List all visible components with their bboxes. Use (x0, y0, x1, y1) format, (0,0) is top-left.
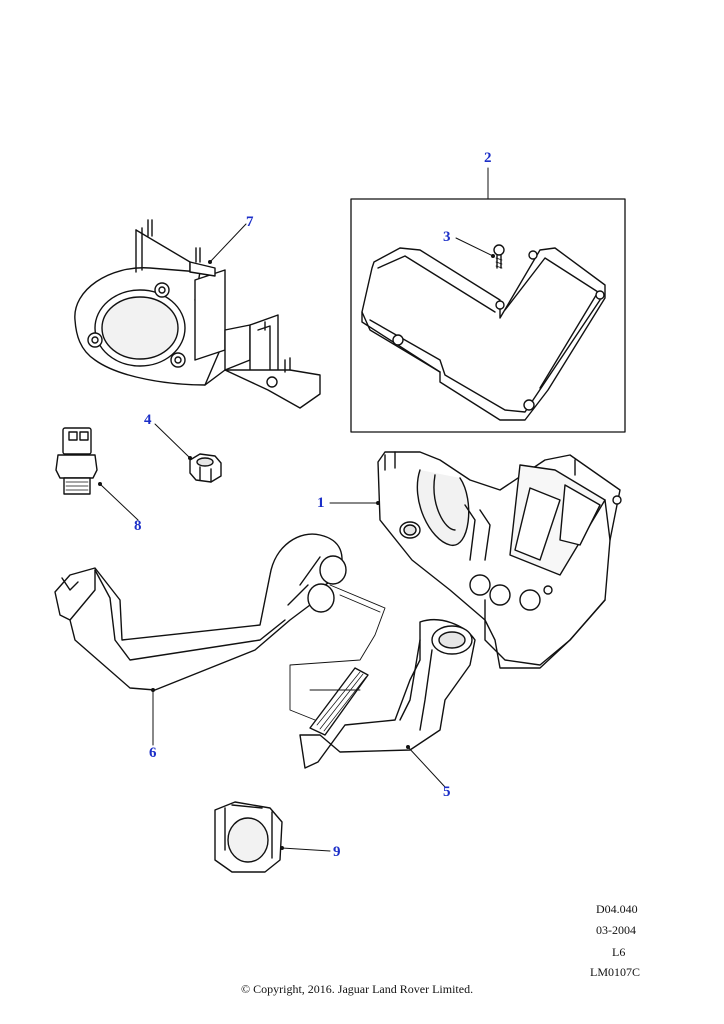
callout-4[interactable]: 4 (144, 412, 152, 428)
copyright-notice: © Copyright, 2016. Jaguar Land Rover Lim… (241, 982, 474, 996)
duct-part-6 (54, 533, 347, 691)
duct-part-5 (299, 619, 476, 769)
leader-dots (98, 254, 495, 850)
screw-part-3 (493, 244, 505, 269)
grommet-part-9 (214, 801, 283, 873)
engine-code: L6 (612, 945, 626, 959)
assembly-path-lines (289, 584, 386, 721)
callout-7[interactable]: 7 (246, 214, 254, 230)
housing-part-1 (377, 451, 622, 669)
sensor-part-8 (55, 427, 98, 495)
callout-9[interactable]: 9 (333, 844, 341, 860)
bracket-part-7 (74, 219, 321, 409)
callout-3[interactable]: 3 (443, 229, 451, 245)
drawing-date: 03-2004 (596, 923, 636, 937)
callout-6[interactable]: 6 (149, 745, 157, 761)
drawing-code: D04.040 (596, 902, 638, 916)
leader-lines (99, 167, 494, 852)
lid-part-2 (361, 247, 606, 421)
callout-8[interactable]: 8 (134, 518, 142, 534)
nut-part-4 (189, 453, 222, 483)
illustration-ref: LM0107C (590, 965, 641, 979)
callout-2[interactable]: 2 (484, 150, 492, 166)
callout-1[interactable]: 1 (317, 495, 325, 511)
callout-5[interactable]: 5 (443, 784, 451, 800)
